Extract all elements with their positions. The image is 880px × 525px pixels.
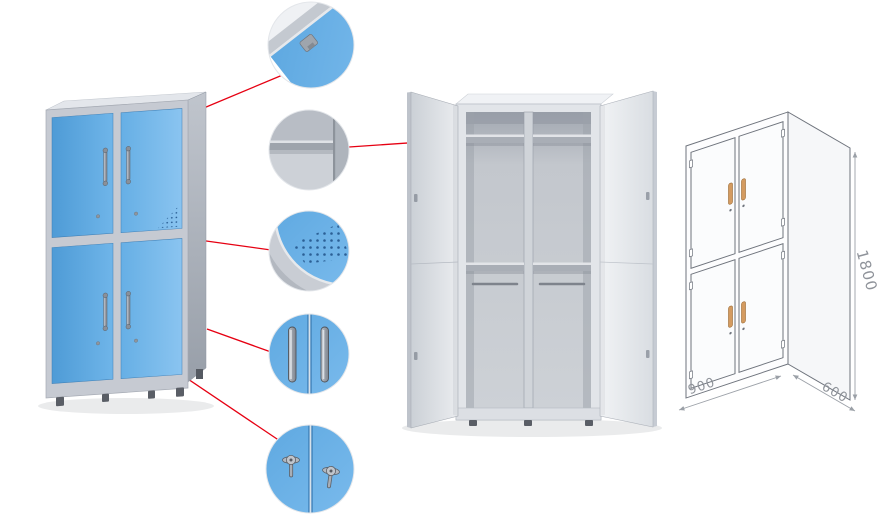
center-partition [523,111,534,409]
vent-holes-pattern [292,224,349,264]
connector-handles [206,328,272,353]
door-top-left [51,113,114,238]
wf-hinges [689,128,785,380]
door-bottom-left [51,243,114,384]
callout-door-handles [268,313,350,395]
interior-right-wall-shade [583,112,591,408]
lock-key-right [322,465,340,489]
cabinet-front-face [45,99,189,407]
cabinet-side-foot [196,369,203,379]
depth-dimension-line [792,374,856,412]
wf-side-face [787,111,851,401]
left-door-lock-upper [414,194,418,202]
shelf-edge [269,143,349,150]
connector-top-corner [198,73,286,111]
handle-left-detail [288,326,297,383]
door-locks [96,211,138,346]
door-handle-top-left [102,147,108,186]
cabinet-feet [56,387,184,407]
open-cabinet-bottom-rail [455,407,602,421]
door-top-right [120,108,183,233]
wf-keyholes [729,204,745,335]
floor-shadows [38,398,662,437]
open-right-door [599,90,657,428]
door-handle-top-right [125,146,131,185]
door-handle-bottom-right [125,291,131,330]
connector-vents [198,239,272,251]
open-cabinet-top-face [455,93,614,105]
right-door-lock-upper [646,192,650,200]
closed-cabinet-view [45,91,207,407]
dimension-height-label: 1800 [853,248,880,293]
wf-door-bottom-right [738,243,784,374]
open-cabinet-view [407,90,657,429]
door-handle-bottom-left [102,292,108,331]
wf-door-top-left [690,137,736,270]
width-dimension-line [678,375,782,411]
callout-interior-shelf [268,109,350,191]
right-door-lock-lower [646,350,650,358]
interior-left-wall-shade [466,112,474,408]
callout-cam-locks [265,424,355,514]
lock-key-left [282,454,300,478]
wf-door-top-right [738,121,784,254]
wf-handles [728,178,746,328]
side-wall [333,110,349,190]
cabinet-side-face [187,91,207,383]
door-bottom-right [120,238,183,379]
detail-callouts [265,1,355,514]
interior-shelves [466,134,591,274]
left-door-lock-lower [414,352,418,360]
open-left-door [407,91,459,429]
callout-top-corner [267,1,355,89]
dimension-drawing: 1800 900 600 [678,111,880,412]
dimension-lines [678,152,858,412]
wf-front-face [685,111,789,399]
handle-right-detail [320,326,329,383]
open-cabinet-feet [469,420,593,426]
